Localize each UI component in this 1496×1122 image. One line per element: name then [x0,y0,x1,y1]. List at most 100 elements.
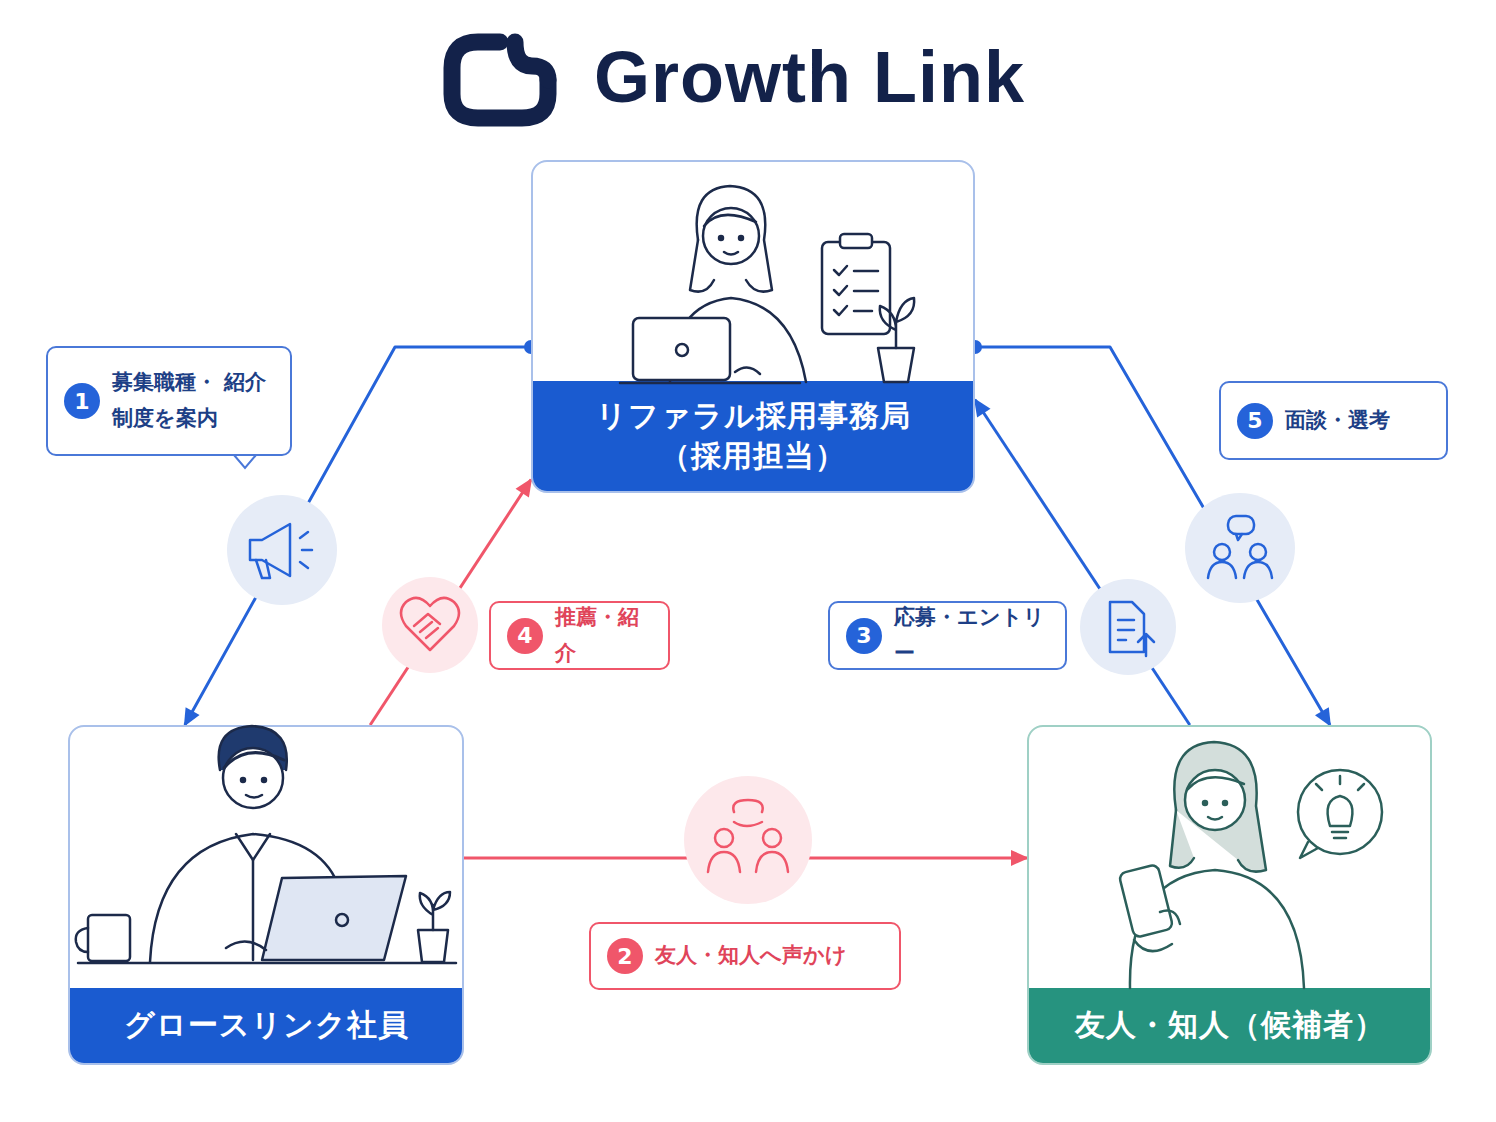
step-callout: 2友人・知人へ声かけ [589,922,901,990]
handshake-icon [382,577,478,673]
step-callout: 4 推薦・紹介 [489,601,670,670]
step-label: 募集職種・ 紹介制度を案内 [112,365,274,436]
flow-arrow [464,856,1027,859]
employee-illustration-part [336,914,348,926]
candidate-illustration-part [1170,810,1194,868]
employee-illustration-part [150,834,340,962]
candidate-illustration-part [1130,870,1304,988]
employee-illustration-part [246,795,262,798]
employee-illustration-part [226,941,266,950]
role-name: リファラル採用事務局 [596,396,911,437]
role-box: リファラル採用事務局（採用担当） [531,160,975,493]
meeting-icon [1185,493,1295,603]
meeting-icon-part-part [1208,562,1236,578]
meeting-icon-part [1208,516,1272,578]
handshake-icon-part [401,598,459,650]
name-band: 友人・知人（候補者） [1029,988,1430,1063]
flow-arrow [975,400,1190,725]
employee-illustration-part [252,860,255,960]
staff-illustration-part [697,186,772,292]
people-icon-part-part [715,829,733,847]
step-callout: 3 応募・エントリー [828,601,1067,670]
meeting-icon-part-part [1250,544,1266,560]
people-icon-part-part [733,800,762,826]
candidate-illustration-part [1328,796,1353,838]
callout-number: 5 [1237,403,1273,439]
candidate-illustration-part [1203,801,1207,805]
staff-illustration-part [834,266,878,315]
candidate-illustration-part [1185,770,1245,830]
meeting-icon-part-part [1228,516,1254,534]
logo-mark-part [515,42,548,80]
step-label: 面談・選考 [1285,403,1390,439]
meeting-icon-part-part [1244,562,1272,578]
employee-illustration-part [420,892,450,930]
candidate-illustration-part [1300,842,1318,858]
callout-tail [234,455,256,468]
staff-illustration-part [620,382,800,385]
staff-illustration [620,186,914,383]
staff-illustration-part [724,252,738,255]
step-label: 応募・エントリー [894,600,1049,671]
name-band: グロースリンク社員 [70,988,462,1063]
employee-illustration-part [224,753,284,768]
callout-number: 4 [507,618,543,654]
step-callout: 5 面談・選考 [1219,381,1448,460]
callout-number: 1 [64,383,100,419]
staff-illustration-part [704,215,756,226]
megaphone-icon-part [250,524,312,578]
handshake-icon-part-part [414,614,440,638]
role-name: 友人・知人（候補者） [1075,1005,1385,1046]
meeting-icon-part [1185,493,1295,603]
callout-number: 3 [846,618,882,654]
staff-illustration-part [878,348,914,382]
staff-illustration-part [735,367,760,374]
megaphone-icon-part-part [250,524,290,576]
staff-illustration-part [880,298,914,348]
employee-illustration-part [418,930,448,962]
role-name: （採用担当） [660,436,846,477]
document-icon-part [1110,602,1154,656]
candidate-illustration-part [1174,742,1266,872]
title: Growth Link [594,36,1025,118]
employee-illustration-part [236,834,270,860]
logo-mark [452,42,548,118]
employee-illustration-part [262,876,406,960]
role-box: 友人・知人（候補者） [1027,725,1432,1065]
step-label: 推薦・紹介 [555,600,652,671]
megaphone-icon-part-part [300,532,312,568]
employee-illustration-part [219,726,287,770]
meeting-icon-part-part [1236,534,1242,540]
staff-illustration-part [703,208,759,264]
staff-illustration-part [840,234,872,248]
megaphone-icon [227,495,337,605]
candidate-illustration-part [1298,770,1382,854]
staff-illustration-part [719,236,723,240]
candidate-illustration-part [1134,911,1180,952]
people-icon-part-part [763,829,781,847]
staff-illustration-part [690,240,714,292]
staff-illustration-part [676,344,688,356]
employee-illustration-part [223,748,283,808]
staff-illustration-part [670,298,806,382]
document-icon-part [1080,579,1176,675]
people-icon-part-part [756,852,788,872]
megaphone-icon-part-part [256,560,270,578]
role-box: グロースリンク社員 [68,725,464,1065]
name-band: リファラル採用事務局（採用担当） [533,381,973,491]
candidate-illustration-part [1223,801,1227,805]
people-icon-part [708,800,788,872]
candidate-illustration [1119,742,1382,988]
employee-illustration-part [262,778,266,782]
document-icon-part-part [1118,620,1134,640]
people-icon [684,776,812,904]
document-icon-part-part [1110,602,1144,652]
people-icon-part [684,776,812,904]
employee-illustration-part [88,915,130,961]
document-icon-part-part [1138,634,1154,656]
candidate-illustration-part [1187,777,1244,790]
role-name: グロースリンク社員 [124,1005,409,1046]
handshake-icon-part-part [401,598,459,650]
